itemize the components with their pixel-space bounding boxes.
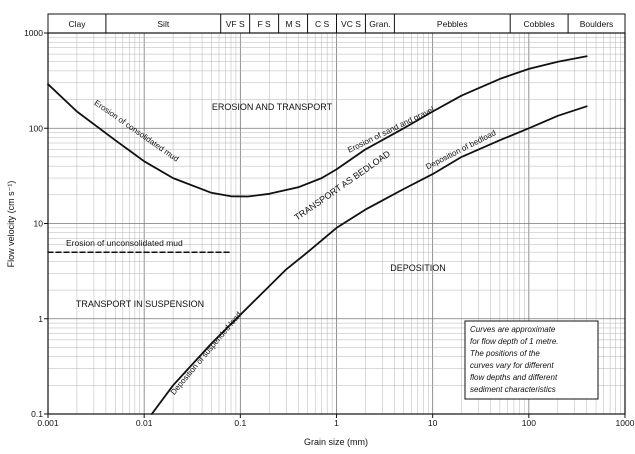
x-tick-label: 100 xyxy=(522,418,536,428)
x-tick-label: 10 xyxy=(428,418,438,428)
size-class-label: C S xyxy=(315,19,330,29)
x-tick-label: 0.01 xyxy=(136,418,153,428)
bedload-deposition-curve-label: Deposition of bedload xyxy=(424,128,497,171)
size-class-label: Cobbles xyxy=(524,19,555,29)
size-class-label: VF S xyxy=(226,19,245,29)
axis-ticks: 0.001 0.01 0.1 1 10 100 1000 0.1 1 10 100 1000 xyxy=(24,28,635,428)
curve-erosion-of-sand-and-gravel xyxy=(320,55,588,179)
size-class-label: F S xyxy=(258,19,272,29)
note-line: The positions of the xyxy=(470,349,540,358)
note-line: sediment characteristics xyxy=(470,385,556,394)
deposition-label: DEPOSITION xyxy=(390,263,446,273)
curve-deposition-of-bedload xyxy=(306,105,588,254)
size-class-label: Pebbles xyxy=(437,19,468,29)
x-tick-label: 0.1 xyxy=(234,418,246,428)
note-box-frame xyxy=(464,320,599,400)
size-class-label: Gran. xyxy=(369,19,390,29)
y-tick-label: 0.1 xyxy=(31,409,43,419)
size-class-label: Clay xyxy=(68,19,86,29)
note-line: curves vary for different xyxy=(470,361,554,370)
y-tick-label: 1000 xyxy=(24,28,43,38)
y-tick-label: 1 xyxy=(38,314,43,324)
note-line: for flow depth of 1 metre. xyxy=(470,337,559,346)
size-class-label: Silt xyxy=(157,19,169,29)
x-tick-label: 1 xyxy=(334,418,339,428)
size-class-label: M S xyxy=(286,19,301,29)
y-tick-label: 100 xyxy=(29,123,43,133)
x-tick-label: 1000 xyxy=(616,418,635,428)
y-axis-label: Flow velocity (cm s⁻¹) xyxy=(6,181,16,268)
erosion-and-transport-label: EROSION AND TRANSPORT xyxy=(212,102,333,112)
transport-in-suspension-label: TRANSPORT IN SUSPENSION xyxy=(76,299,204,309)
note-box: Curves are approximate for flow depth of… xyxy=(464,320,599,400)
size-class-bar: Clay Silt VF S F S M S C S VC S Gran. Pebbles Cob… xyxy=(47,13,626,34)
curve-erosion-of-consolidated-mud xyxy=(47,83,323,198)
size-class-label: Boulders xyxy=(580,19,614,29)
size-class-label: VC S xyxy=(341,19,361,29)
curves xyxy=(47,55,588,415)
y-tick-label: 10 xyxy=(34,219,44,229)
x-tick-label: 0.001 xyxy=(37,418,59,428)
curve-deposition-of-suspended-load xyxy=(150,251,309,415)
erosion-unconsolidated-mud-label: Erosion of unconsolidated mud xyxy=(66,238,183,248)
note-line: flow depths and different xyxy=(470,373,558,382)
note-line: Curves are approximate xyxy=(470,325,556,334)
sand-gravel-curve-label: Erosion of sand and gravel xyxy=(346,105,436,155)
x-axis-label: Grain size (mm) xyxy=(304,437,368,447)
